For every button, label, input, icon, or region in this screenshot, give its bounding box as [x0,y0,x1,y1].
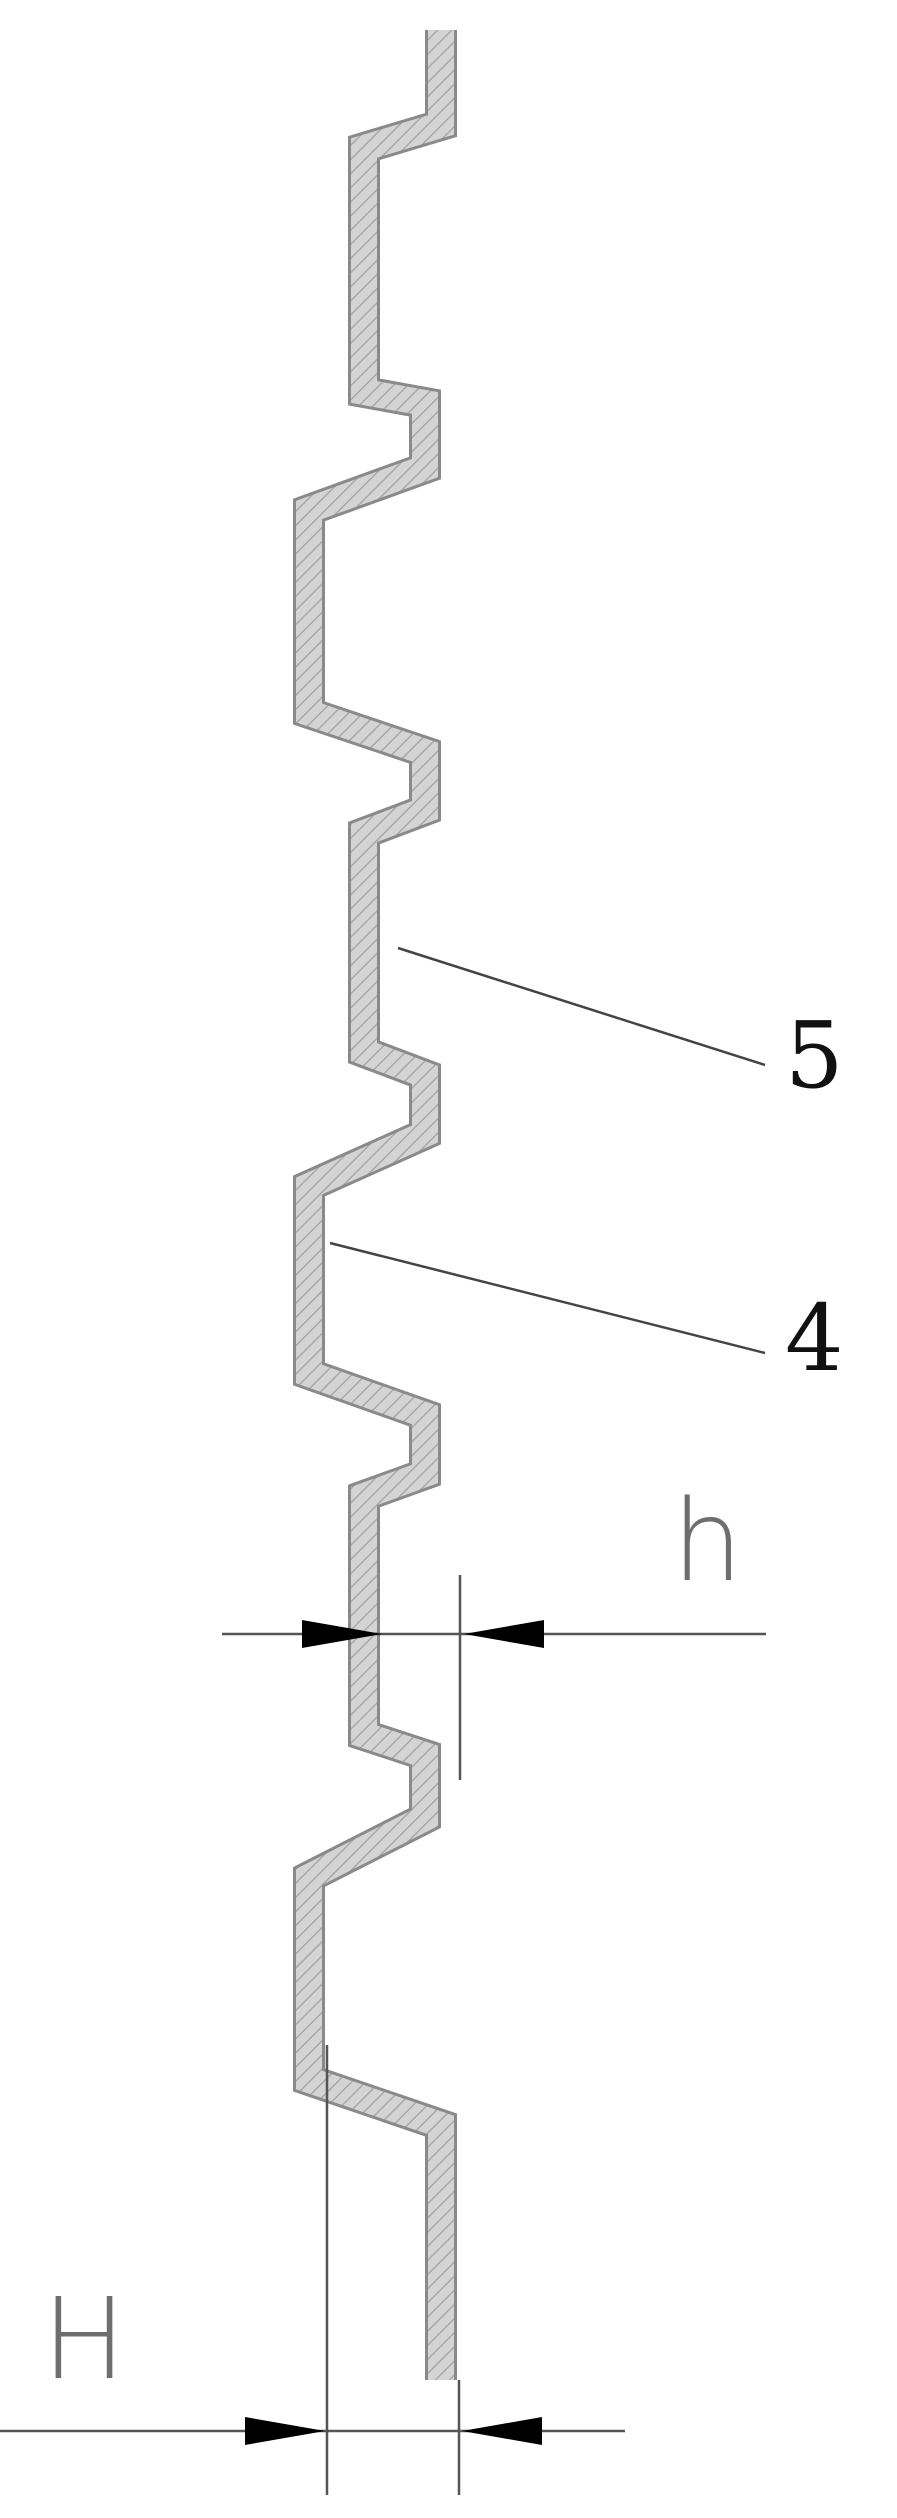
dimension-H: H [0,2045,625,2495]
dimension-h: h [222,1477,766,1780]
plate-hatched-core [296,30,454,2380]
callout-label-5: 5 [785,1002,844,1109]
callout-label-4: 4 [785,1285,844,1392]
arrowhead-h-right [464,1620,544,1648]
leader-line-4 [329,1241,766,1355]
callout-4: 4 [329,1241,844,1392]
callout-5: 5 [397,946,844,1109]
arrowhead-H-left [245,2417,325,2445]
leader-line-5 [397,946,766,1067]
dimension-label-h: h [672,1477,743,1607]
corrugated-plate [293,30,457,2380]
arrowhead-h-left [302,1620,382,1648]
dimension-label-H: H [42,2275,126,2405]
arrowhead-H-right [462,2417,542,2445]
